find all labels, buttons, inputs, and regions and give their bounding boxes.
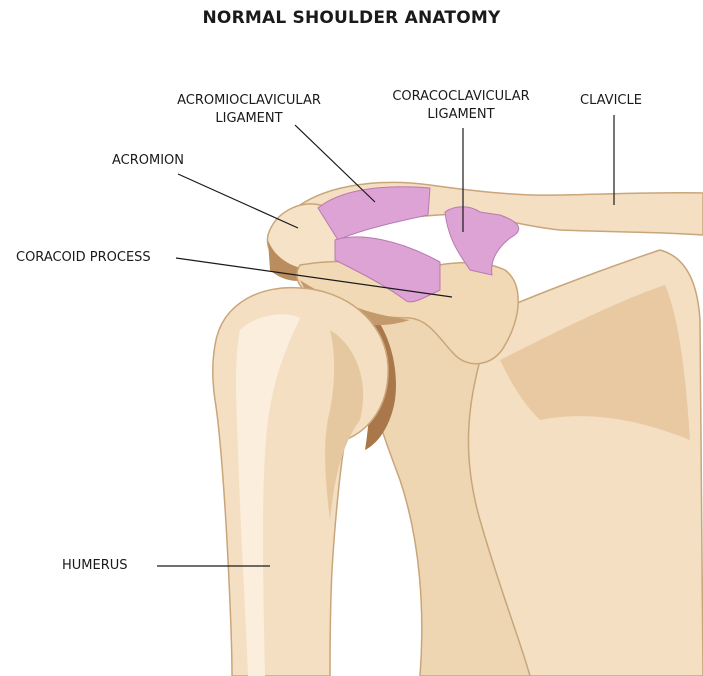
diagram-title: NORMAL SHOULDER ANATOMY (0, 8, 703, 28)
label-acromion: ACROMION (112, 152, 184, 170)
label-coracoclavicular-line2: LIGAMENT (381, 106, 541, 124)
label-coracoclavicular-line1: CORACOCLAVICULAR (381, 88, 541, 106)
label-acromioclavicular-line1: ACROMIOCLAVICULAR (166, 92, 332, 110)
label-acromioclavicular-line2: LIGAMENT (166, 110, 332, 128)
leader-acromion (178, 174, 298, 228)
label-humerus: HUMERUS (62, 557, 128, 575)
label-coracoclavicular-ligament: CORACOCLAVICULAR LIGAMENT (381, 88, 541, 124)
label-clavicle: CLAVICLE (580, 92, 642, 110)
label-coracoid-process: CORACOID PROCESS (16, 249, 151, 267)
label-acromioclavicular-ligament: ACROMIOCLAVICULAR LIGAMENT (166, 92, 332, 128)
